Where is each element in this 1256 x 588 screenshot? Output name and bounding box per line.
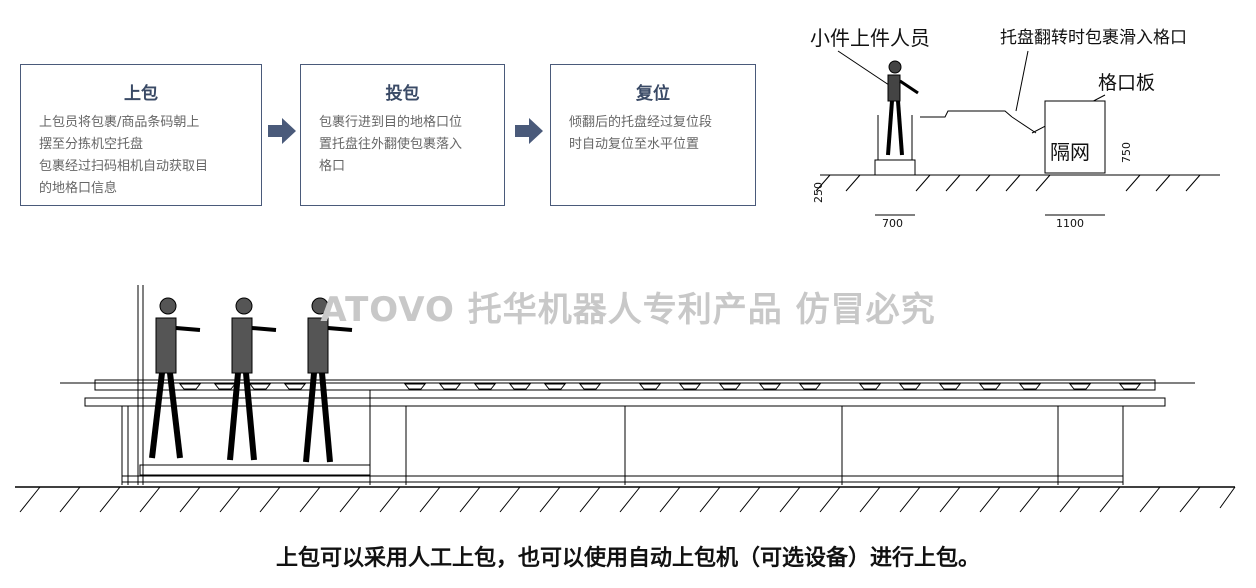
step-desc-line: 的地格口信息 <box>39 181 118 196</box>
dim-platform-width: 700 <box>882 217 903 230</box>
step-desc: 包裹行进到目的地格口位 置托盘往外翻使包裹落入 格口 <box>301 112 504 178</box>
step-desc: 倾翻后的托盘经过复位段 时自动复位至水平位置 <box>551 112 755 156</box>
dim-platform-height: 250 <box>812 182 825 203</box>
step-box-drop: 投包 包裹行进到目的地格口位 置托盘往外翻使包裹落入 格口 <box>300 64 505 206</box>
frame-legs <box>121 285 1124 485</box>
arrow-right-icon <box>268 118 296 144</box>
label-net: 隔网 <box>1050 140 1090 164</box>
step-desc-line: 倾翻后的托盘经过复位段 <box>569 115 713 130</box>
label-slide: 托盘翻转时包裹滑入格口 <box>1000 28 1187 48</box>
tray-row <box>178 383 1142 390</box>
arrow-right-icon <box>515 118 543 144</box>
side-view-drawing: 小件上件人员 托盘翻转时包裹滑入格口 格口板 隔网 250 700 750 11… <box>810 26 1220 230</box>
worker-figure <box>303 297 353 463</box>
step-box-induction: 上包 上包员将包裹/商品条码朝上 摆至分拣机空托盘 包裹经过扫码相机自动获取目 … <box>20 64 262 206</box>
step-desc-line: 摆至分拣机空托盘 <box>39 137 144 152</box>
operator-figure <box>886 60 919 156</box>
step-desc-line: 时自动复位至水平位置 <box>569 137 700 152</box>
step-title: 投包 <box>385 84 420 104</box>
step-desc-line: 格口 <box>319 159 346 174</box>
step-desc-line: 上包员将包裹/商品条码朝上 <box>39 115 200 130</box>
step-title: 复位 <box>636 84 670 104</box>
dim-net-height: 750 <box>1120 142 1133 163</box>
dim-net-width: 1100 <box>1056 217 1084 230</box>
step-desc-line: 包裹行进到目的地格口位 <box>319 115 463 130</box>
step-desc-line: 包裹经过扫码相机自动获取目 <box>39 159 209 174</box>
worker-figure <box>227 297 277 461</box>
ground-hatch <box>19 486 1236 513</box>
caption: 上包可以采用人工上包，也可以使用自动上包机（可选设备）进行上包。 <box>275 546 980 571</box>
step-desc: 上包员将包裹/商品条码朝上 摆至分拣机空托盘 包裹经过扫码相机自动获取目 的地格… <box>21 112 261 200</box>
step-title: 上包 <box>124 84 158 104</box>
front-view-drawing <box>15 285 1236 513</box>
step-box-reset: 复位 倾翻后的托盘经过复位段 时自动复位至水平位置 <box>550 64 756 206</box>
step-desc-line: 置托盘往外翻使包裹落入 <box>319 137 463 152</box>
label-operator: 小件上件人员 <box>810 26 930 50</box>
label-chute-board: 格口板 <box>1098 72 1155 94</box>
worker-figure <box>149 297 201 459</box>
ground-hatch <box>815 174 1201 192</box>
watermark: ATOVO 托华机器人专利产品 仿冒必究 <box>320 290 936 330</box>
